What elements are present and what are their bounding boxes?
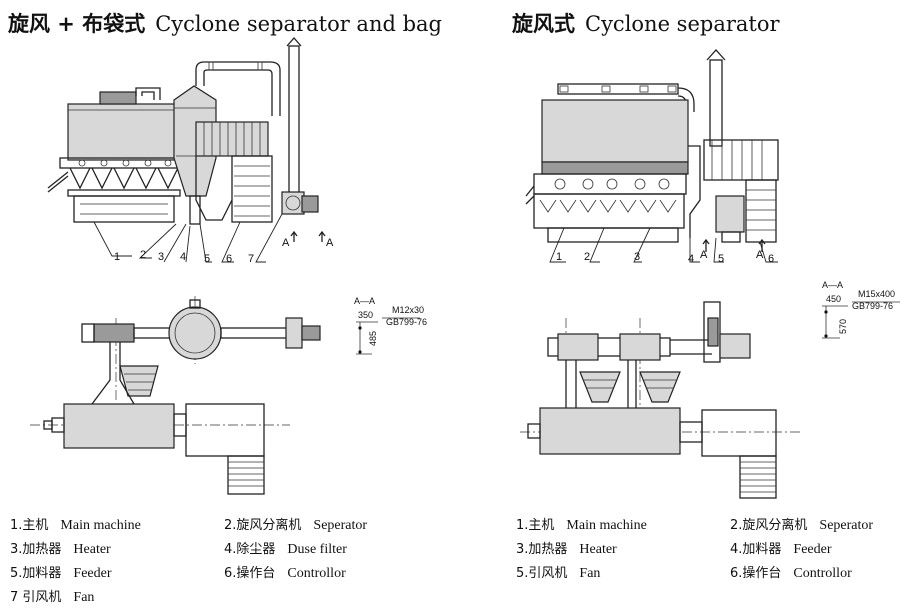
- legend-item-zh: 3.加热器: [10, 542, 62, 557]
- svg-text:450: 450: [826, 294, 841, 304]
- svg-text:M12x30: M12x30: [392, 305, 424, 315]
- right-plan: [520, 301, 800, 499]
- right-callout-2: 2: [584, 251, 590, 263]
- section-arrow-label: A: [756, 249, 764, 261]
- left-callout-7: 7: [248, 253, 254, 265]
- right-title-en: Cyclone separator: [585, 12, 780, 36]
- section-arrow-label: A: [700, 249, 708, 261]
- right-title: 旋风式 Cyclone separator: [512, 8, 780, 38]
- legend-item-en: Main machine: [60, 518, 141, 533]
- legend-item: 3.加热器 Heater: [516, 537, 617, 562]
- svg-text:350: 350: [358, 310, 373, 320]
- svg-text:485: 485: [368, 331, 378, 346]
- legend-item: 2.旋风分离机 Seperator: [730, 513, 873, 538]
- legend-item-zh: 2.旋风分离机: [224, 518, 302, 533]
- svg-text:M15x400: M15x400: [858, 289, 895, 299]
- left-elevation: [47, 37, 326, 263]
- left-callout-2: 2: [140, 249, 146, 261]
- right-section-detail: A—A 450 M15x400 GB799-76 570: [822, 280, 900, 339]
- right-callout-3: 3: [634, 251, 640, 263]
- legend-item-en: Heater: [73, 542, 111, 557]
- left-section-detail: A—A 350 M12x30 GB799-76 485: [354, 296, 427, 355]
- left-callout-5: 5: [204, 253, 210, 265]
- right-title-zh: 旋风式: [512, 12, 575, 36]
- left-callout-3: 3: [158, 251, 164, 263]
- right-callout-5: 5: [718, 253, 724, 265]
- legend-item-zh: 1.主机: [516, 518, 555, 533]
- legend-item-en: Controllor: [793, 566, 852, 581]
- legend-item: 1.主机 Main machine: [10, 513, 141, 538]
- right-main-body: [541, 99, 689, 163]
- right-fan: [715, 195, 745, 233]
- legend-item-zh: 5.加料器: [10, 566, 62, 581]
- left-plan-main: [63, 403, 175, 449]
- left-title: 旋风 + 布袋式 Cyclone separator and bag: [8, 8, 442, 38]
- legend-item-zh: 1.主机: [10, 518, 49, 533]
- svg-text:GB799-76: GB799-76: [386, 317, 427, 327]
- legend-item-en: Duse filter: [287, 542, 347, 557]
- right-plan-platform: [701, 409, 777, 457]
- legend-item: 6.操作台 Controllor: [730, 561, 852, 586]
- svg-text:A—A: A—A: [822, 280, 843, 290]
- legend-item-en: Seperator: [819, 518, 874, 533]
- legend-item-en: Heater: [579, 542, 617, 557]
- left-callout-1: 1: [114, 251, 120, 263]
- legend-item: 2.旋风分离机 Seperator: [224, 513, 367, 538]
- legend-item: 5.加料器 Feeder: [10, 561, 112, 586]
- legend-item-zh: 3.加热器: [516, 542, 568, 557]
- legend-item-zh: 4.加料器: [730, 542, 782, 557]
- left-main-body: [67, 103, 177, 161]
- left-plan-platform: [185, 403, 265, 457]
- legend-item: 4.除尘器 Duse filter: [224, 537, 347, 562]
- legend-item: 7 引风机 Fan: [10, 585, 94, 610]
- section-arrow-label: A: [282, 237, 290, 249]
- legend-item-en: Feeder: [73, 566, 112, 581]
- legend-item: 5.引风机 Fan: [516, 561, 600, 586]
- legend-item-en: Controllor: [287, 566, 346, 581]
- legend-item-en: Feeder: [793, 542, 832, 557]
- left-plan: [30, 296, 321, 495]
- right-legend: 1.主机 Main machine 2.旋风分离机 Seperator 3.加热器 Hea…: [516, 513, 916, 609]
- legend-item: 3.加热器 Heater: [10, 537, 111, 562]
- right-callout-4: 4: [688, 253, 694, 265]
- right-plan-main: [539, 407, 681, 455]
- legend-item: 1.主机 Main machine: [516, 513, 647, 538]
- left-bag-filter: [195, 121, 269, 157]
- left-callout-6: 6: [226, 253, 232, 265]
- right-elevation: [525, 49, 779, 263]
- legend-item-zh: 6.操作台: [224, 566, 276, 581]
- svg-text:GB799-76: GB799-76: [852, 301, 893, 311]
- legend-item-zh: 2.旋风分离机: [730, 518, 808, 533]
- left-cyclone: [173, 85, 217, 197]
- left-legend: 1.主机 Main machine 2.旋风分离机 Seperator 3.加热器 Hea…: [10, 513, 410, 609]
- right-callout-1: 1: [556, 251, 562, 263]
- right-callout-6: 6: [768, 253, 774, 265]
- legend-item-zh: 4.除尘器: [224, 542, 276, 557]
- left-fan: [281, 191, 305, 215]
- legend-item-zh: 7 引风机: [10, 590, 62, 605]
- legend-item-en: Seperator: [313, 518, 368, 533]
- left-title-en: Cyclone separator and bag: [155, 12, 442, 36]
- legend-item-zh: 5.引风机: [516, 566, 568, 581]
- svg-text:570: 570: [838, 319, 848, 334]
- left-title-zh: 旋风 + 布袋式: [8, 12, 146, 36]
- svg-text:A—A: A—A: [354, 296, 375, 306]
- section-arrow-label: A: [326, 237, 334, 249]
- legend-item-zh: 6.操作台: [730, 566, 782, 581]
- legend-item-en: Fan: [73, 590, 95, 605]
- legend-item-en: Fan: [579, 566, 601, 581]
- legend-item: 6.操作台 Controllor: [224, 561, 346, 586]
- legend-item: 4.加料器 Feeder: [730, 537, 832, 562]
- legend-item-en: Main machine: [566, 518, 647, 533]
- left-callout-4: 4: [180, 251, 186, 263]
